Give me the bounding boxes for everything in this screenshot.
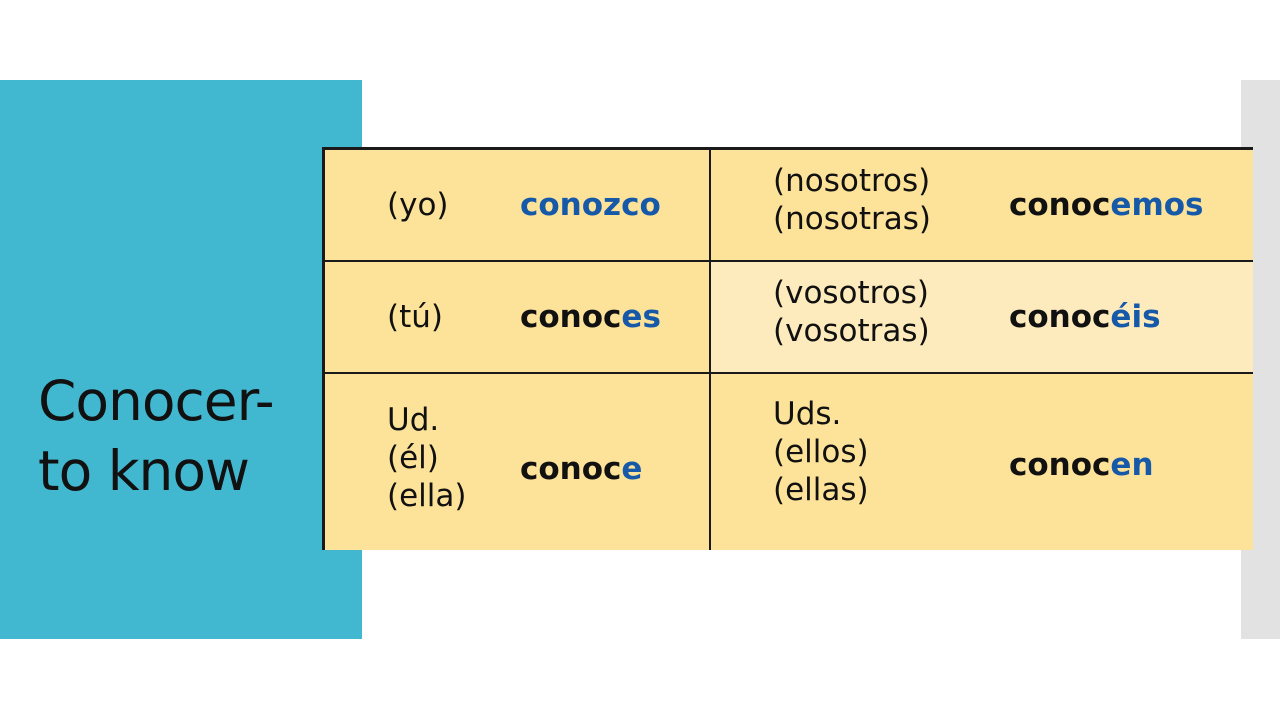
slide-title-line-2: to know: [38, 439, 250, 503]
pronoun-usted: Ud.(él)(ella): [387, 401, 466, 515]
pronoun-nosotros: (nosotros)(nosotras): [773, 162, 931, 238]
conjugation-table: (yo) conozco (nosotros)(nosotras) conoce…: [322, 147, 1253, 550]
pronoun-line: Ud.: [387, 402, 440, 438]
pronoun-line: (tú): [387, 299, 443, 335]
title-panel: Conocer-to know: [0, 80, 362, 639]
verb-ending: es: [621, 299, 661, 335]
verb-vosotros: conocéis: [1009, 298, 1161, 336]
pronoun-line: (vosotros): [773, 275, 929, 311]
row-divider-2: [325, 372, 1253, 374]
pronoun-line: (nosotras): [773, 201, 931, 237]
pronoun-line: (ellas): [773, 472, 869, 508]
pronoun-tu: (tú): [387, 298, 443, 336]
verb-ending: e: [621, 451, 643, 487]
verb-stem: conoc: [520, 451, 622, 487]
verb-yo: conozco: [520, 186, 661, 224]
verb-ending: éis: [1110, 299, 1161, 335]
verb-nosotros: conocemos: [1009, 186, 1204, 224]
pronoun-line: (vosotras): [773, 313, 930, 349]
verb-stem: conoc: [1009, 187, 1111, 223]
verb-ustedes: conocen: [1009, 446, 1154, 484]
slide-title-line-1: Conocer-: [38, 369, 275, 433]
column-divider: [709, 150, 711, 550]
row-divider-1: [325, 260, 1253, 262]
cell-nosotros: [711, 150, 1253, 260]
verb-usted: conoce: [520, 450, 642, 488]
verb-tu: conoces: [520, 298, 661, 336]
pronoun-line: (ella): [387, 478, 467, 514]
cell-usted: [325, 374, 709, 550]
cell-tu: [325, 262, 709, 372]
verb-stem: conoc: [1009, 299, 1111, 335]
pronoun-line: Uds.: [773, 396, 842, 432]
pronoun-yo: (yo): [387, 186, 449, 224]
cell-ustedes: [711, 374, 1253, 550]
pronoun-line: (él): [387, 440, 439, 476]
pronoun-line: (ellos): [773, 434, 869, 470]
verb-ending: conozco: [520, 187, 661, 223]
slide-title: Conocer-to know: [38, 366, 338, 506]
verb-ending: en: [1110, 447, 1154, 483]
verb-stem: conoc: [1009, 447, 1111, 483]
verb-stem: conoc: [520, 299, 622, 335]
cell-vosotros: [711, 262, 1253, 372]
pronoun-line: (nosotros): [773, 163, 931, 199]
pronoun-vosotros: (vosotros)(vosotras): [773, 274, 930, 350]
cell-yo: [325, 150, 709, 260]
verb-ending: emos: [1110, 187, 1204, 223]
pronoun-line: (yo): [387, 187, 449, 223]
pronoun-ustedes: Uds.(ellos)(ellas): [773, 395, 869, 509]
